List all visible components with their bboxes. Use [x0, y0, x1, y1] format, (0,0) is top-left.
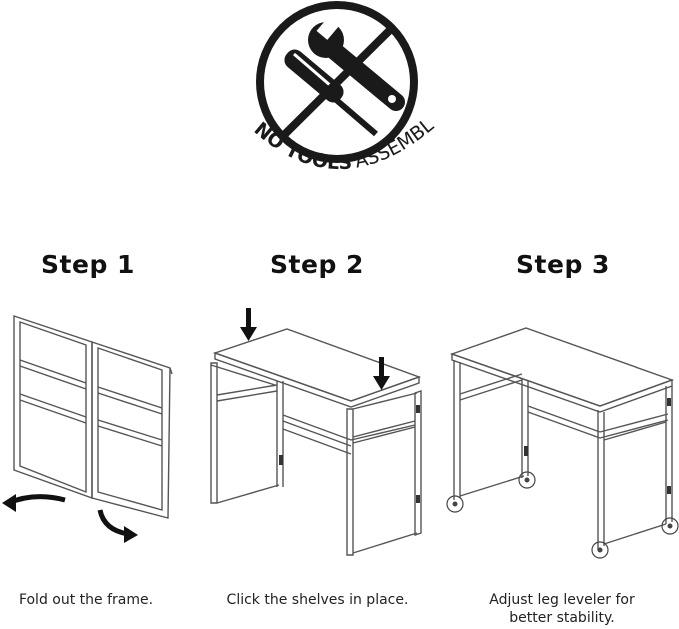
step-3-caption: Adjust leg leveler for better stability.	[452, 591, 672, 627]
no-tools-logo: NO TOOLSASSEMBLY	[236, 0, 446, 200]
step-3-caption-line-1: Adjust leg leveler for	[489, 592, 635, 608]
step-2-caption: Click the shelves in place.	[226, 592, 409, 608]
down-arrow-icon	[240, 308, 257, 341]
rotate-arrow-icon	[2, 494, 66, 512]
step-1-caption: Fold out the frame.	[18, 592, 154, 608]
rotate-arrow-icon	[97, 509, 138, 543]
step-3-caption-line-2: better stability.	[509, 610, 615, 626]
down-arrow-icon	[373, 357, 390, 390]
step-1-illustration	[0, 310, 190, 545]
step-3-title: Step 3	[516, 250, 610, 279]
step-3-illustration	[440, 320, 679, 560]
step-2-title: Step 2	[270, 250, 364, 279]
no-tools-icon: NO TOOLSASSEMBLY	[236, 0, 438, 174]
wrench-icon	[308, 14, 405, 111]
logo-text-bold: NO TOOLS	[250, 118, 353, 174]
step-2-illustration	[205, 305, 430, 560]
step-1-title: Step 1	[41, 250, 135, 279]
leg-leveler-icon	[446, 471, 679, 559]
